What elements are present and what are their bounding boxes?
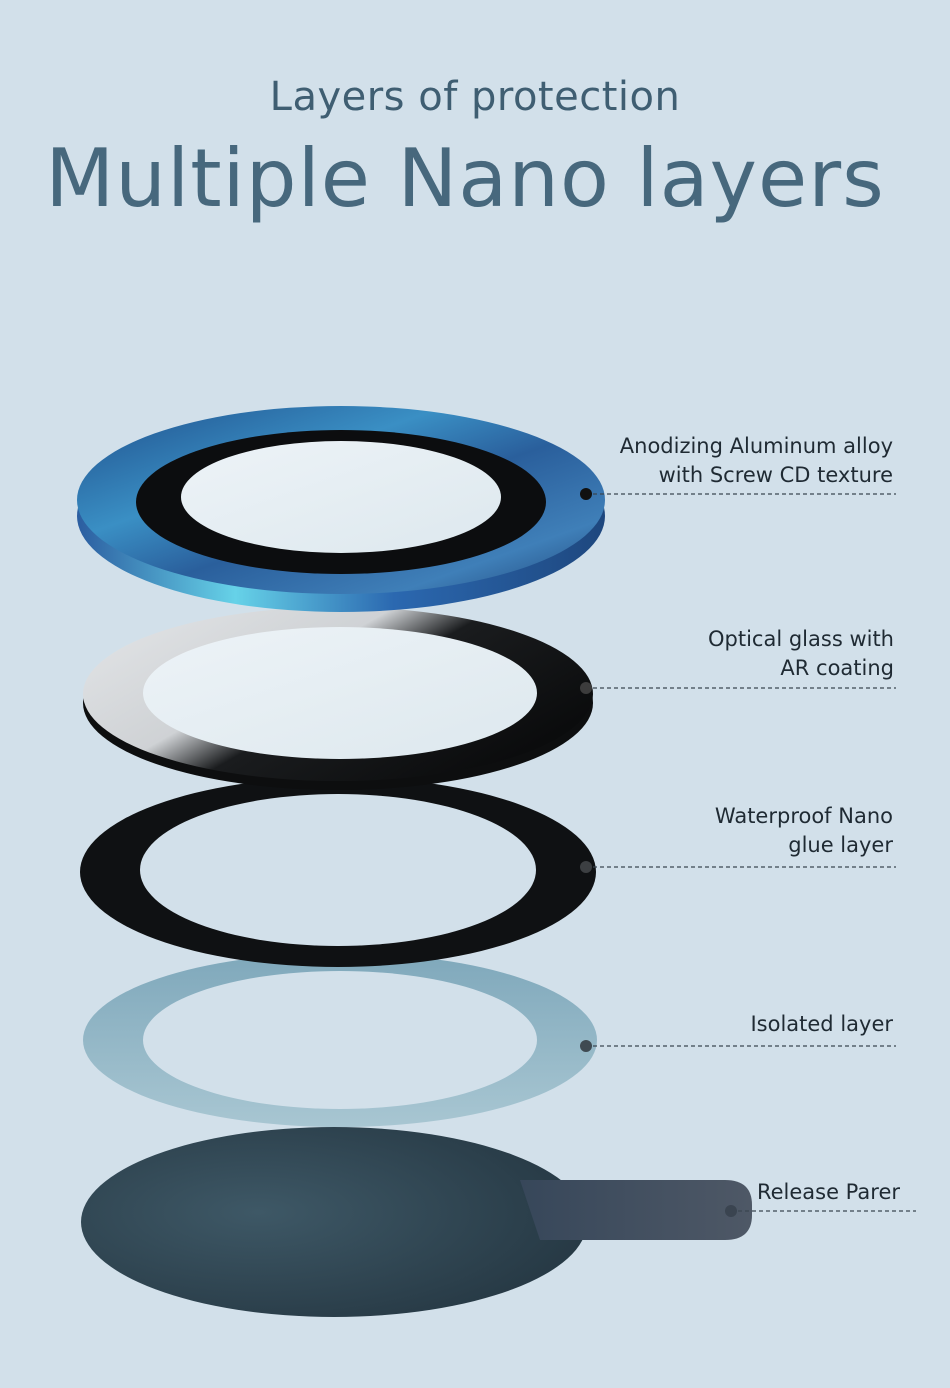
label-line: glue layer xyxy=(788,833,893,857)
label-line: AR coating xyxy=(780,656,894,680)
callout-dot xyxy=(580,682,592,694)
label-nano-glue: Waterproof Nano glue layer xyxy=(715,802,893,860)
label-line: Release Parer xyxy=(756,1180,900,1204)
callout-dot xyxy=(580,1040,592,1052)
label-aluminum: Anodizing Aluminum alloy with Screw CD t… xyxy=(620,432,893,490)
label-line: Optical glass with xyxy=(708,627,894,651)
label-line: Waterproof Nano xyxy=(714,804,893,828)
callout-dot xyxy=(580,861,592,873)
callout-dot xyxy=(725,1205,737,1217)
nano-glue-layer xyxy=(80,777,596,967)
label-optical-glass: Optical glass with AR coating xyxy=(708,625,894,683)
label-release-paper: Release Parer xyxy=(757,1178,900,1207)
label-line: Anodizing Aluminum alloy xyxy=(619,434,893,458)
label-line: with Screw CD texture xyxy=(658,463,893,487)
label-isolated: Isolated layer xyxy=(750,1010,893,1039)
leader-lines xyxy=(586,493,916,1212)
leader-dots xyxy=(580,488,737,1217)
isolated-layer xyxy=(83,953,597,1127)
subtitle: Layers of protection xyxy=(269,74,681,120)
page-title: Multiple Nano layers xyxy=(45,132,885,225)
callout-dot xyxy=(580,488,592,500)
aluminum-ring-layer xyxy=(77,406,605,612)
release-paper-layer xyxy=(81,1127,752,1317)
optical-glass-layer xyxy=(83,607,593,790)
label-line: Isolated layer xyxy=(750,1012,893,1036)
